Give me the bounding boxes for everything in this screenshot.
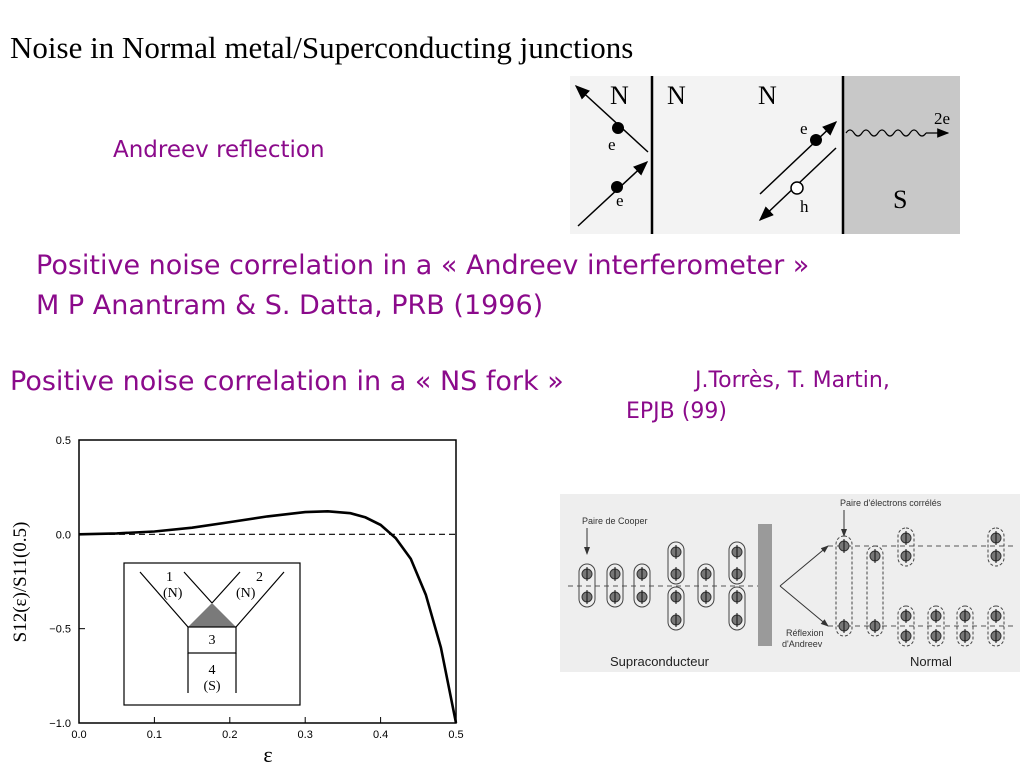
lead2-inner bbox=[211, 571, 241, 604]
region3-box bbox=[187, 626, 237, 654]
pair-outline bbox=[728, 586, 746, 631]
pair-outline bbox=[866, 545, 884, 637]
ns-fork-text: Positive noise correlation in a « NS for… bbox=[10, 366, 564, 397]
cooper-pair-label: Paire de Cooper bbox=[582, 516, 648, 526]
normal-region bbox=[570, 76, 843, 234]
pair-outline bbox=[633, 563, 651, 608]
page-title: Noise in Normal metal/Superconducting ju… bbox=[10, 30, 634, 65]
lead1-outer bbox=[139, 571, 189, 628]
normal-label: Normal bbox=[910, 654, 952, 669]
x-tick-label: 0.4 bbox=[373, 729, 388, 741]
x-tick-label: 0.2 bbox=[222, 729, 237, 741]
pair-outline bbox=[835, 535, 853, 637]
y-tick-label: 0.5 bbox=[56, 435, 71, 447]
label-left-n: N bbox=[610, 81, 629, 110]
noise-curve bbox=[78, 509, 458, 724]
lead2-outer bbox=[235, 571, 285, 628]
inset-box4-num: 4 bbox=[209, 663, 216, 678]
anantram-datta-citation: M P Anantram & S. Datta, PRB (1996) bbox=[36, 290, 544, 321]
fork-arrow-up bbox=[779, 545, 829, 587]
y-tick-label: −0.5 bbox=[49, 624, 71, 636]
inset-lead2-type: (N) bbox=[236, 586, 256, 601]
pair-outline bbox=[927, 605, 945, 647]
pair-outline bbox=[606, 563, 624, 608]
x-tick-label: 0.3 bbox=[298, 729, 313, 741]
x-tick-label: 0.0 bbox=[71, 729, 86, 741]
ns-fork-diagram: Paire de Cooper Paire d'électrons corrél… bbox=[560, 494, 1020, 672]
cooper-pair-wave bbox=[845, 129, 927, 137]
andreev-reflection-label: Andreev reflection bbox=[113, 137, 325, 163]
y-tick-label: 0.0 bbox=[56, 529, 71, 541]
correlated-pair-label: Paire d'électrons corrélés bbox=[840, 498, 942, 508]
electron-upper bbox=[612, 122, 624, 134]
andreev-interferometer-text: Positive noise correlation in a « Andree… bbox=[36, 250, 810, 281]
inset-box3: 3 bbox=[209, 633, 216, 648]
pair-outline bbox=[667, 586, 685, 631]
epjb-citation: EPJB (99) bbox=[626, 399, 727, 424]
electron-lower bbox=[611, 181, 623, 193]
y-axis-label: S12(ε)/S11(0.5) bbox=[10, 522, 31, 643]
incident-electron-arrow bbox=[577, 160, 649, 227]
pair-outline bbox=[697, 563, 715, 608]
electron-right bbox=[810, 134, 822, 146]
noise-correlation-chart: 0.0 0.1 0.2 0.3 0.4 0.5 0.5 0.0 −0.5 −1.0 S12(ε)/… bbox=[0, 430, 480, 768]
inset-box4-type: (S) bbox=[203, 679, 220, 694]
y-tick-label: −1.0 bbox=[49, 718, 71, 730]
pair-outline bbox=[897, 527, 915, 567]
pair-outline bbox=[667, 541, 685, 585]
andreev-reflexion-label-2: d'Andreev bbox=[782, 639, 823, 649]
x-tick-label: 0.1 bbox=[147, 729, 162, 741]
reflected-electron-arrow bbox=[574, 84, 649, 153]
inset-lead1-num: 1 bbox=[166, 570, 173, 585]
label-mid-n2: N bbox=[758, 81, 777, 110]
label-s: S bbox=[893, 185, 907, 214]
hole-right bbox=[790, 181, 804, 195]
label-mid-n1: N bbox=[667, 81, 686, 110]
inset-lead2-num: 2 bbox=[256, 570, 263, 585]
label-2e: 2e bbox=[934, 109, 950, 128]
label-h-right: h bbox=[800, 197, 809, 216]
superconductor-pairs bbox=[578, 541, 746, 631]
pair-outline bbox=[956, 605, 974, 647]
andreev-reflexion-label-1: Réflexion bbox=[786, 628, 824, 638]
plot-frame bbox=[78, 439, 457, 724]
x-axis-label: ε bbox=[263, 742, 272, 767]
superconductor-region bbox=[843, 76, 960, 234]
fork-arrow-down bbox=[779, 585, 829, 627]
x-tick-label: 0.5 bbox=[448, 729, 463, 741]
pair-outline bbox=[578, 563, 596, 608]
pair-outline bbox=[897, 605, 915, 647]
ns-barrier bbox=[758, 524, 772, 646]
label-e-lower: e bbox=[616, 191, 624, 210]
ns-fork-inset: 1 (N) 2 (N) 3 4 (S) bbox=[123, 562, 301, 706]
pair-outline bbox=[987, 605, 1005, 647]
pair-outline bbox=[987, 527, 1005, 567]
fork-diagram-bg bbox=[560, 494, 1020, 672]
andreev-reflection-diagram: N N N S e e e h 2e bbox=[570, 76, 960, 234]
label-e-upper: e bbox=[608, 135, 616, 154]
pair-outline bbox=[728, 541, 746, 585]
incoming-electron-arrow bbox=[759, 120, 838, 195]
normal-side-pairs bbox=[835, 527, 1005, 647]
inset-lead1-type: (N) bbox=[163, 586, 183, 601]
junction-triangle bbox=[188, 603, 236, 627]
lead1-inner bbox=[183, 571, 213, 604]
superconductor-label: Supraconducteur bbox=[610, 654, 710, 669]
torres-martin-citation: J.Torrès, T. Martin, bbox=[695, 368, 890, 393]
label-e-right: e bbox=[800, 119, 808, 138]
